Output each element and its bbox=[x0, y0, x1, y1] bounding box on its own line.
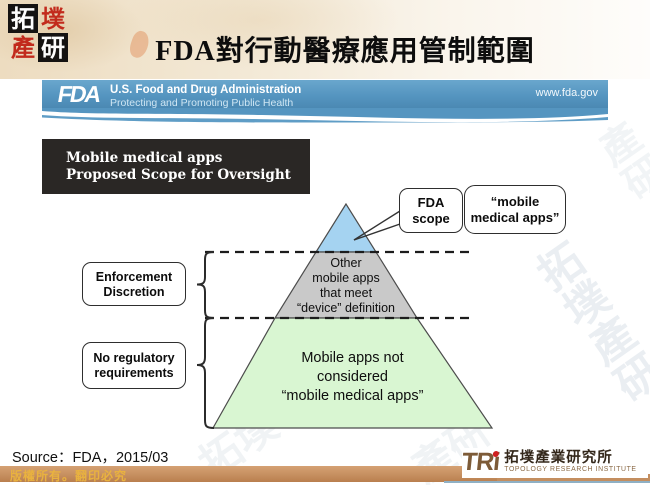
no-regulatory-requirements-label: No regulatory requirements bbox=[82, 342, 186, 389]
brace-lower bbox=[196, 317, 215, 429]
fda-banner: FDA U.S. Food and Drug Administration Pr… bbox=[42, 80, 608, 126]
pyramid-middle-text: Other mobile apps that meet “device” def… bbox=[266, 256, 426, 316]
tri-logotype: TRi bbox=[461, 448, 501, 476]
topology-corner-logo: 拓 墣 產 研 bbox=[8, 4, 68, 62]
callout-line: medical apps” bbox=[470, 210, 560, 225]
bottom-text-line: considered bbox=[317, 369, 388, 385]
callout-line: “mobile bbox=[490, 194, 540, 209]
logo-char: 研 bbox=[38, 33, 68, 62]
middle-text-line: Other bbox=[330, 256, 362, 270]
wave-lower bbox=[42, 115, 608, 123]
tri-en-name: TOPOLOGY RESEARCH INSTITUTE bbox=[504, 466, 637, 473]
fda-banner-bar: FDA U.S. Food and Drug Administration Pr… bbox=[42, 80, 608, 109]
wave-upper bbox=[42, 108, 608, 119]
bottom-text-line: Mobile apps not bbox=[301, 350, 404, 366]
logo-char: 拓 bbox=[8, 4, 38, 33]
middle-text-line: “device” definition bbox=[297, 301, 395, 315]
bottom-text-line: “mobile medical apps” bbox=[281, 388, 424, 404]
label-line: Enforcement bbox=[95, 270, 173, 284]
footer-bar-left bbox=[0, 466, 497, 482]
scope-header-line2: Proposed Scope for Oversight bbox=[66, 167, 291, 183]
logo-char: 墣 bbox=[41, 4, 65, 33]
tri-logo: TRi 拓墣產業研究所 TOPOLOGY RESEARCH INSTITUTE bbox=[461, 448, 648, 478]
middle-text-line: that meet bbox=[319, 286, 373, 300]
label-line: No regulatory bbox=[93, 351, 175, 365]
copyright-text: 版權所有。翻印必究 bbox=[10, 469, 128, 483]
top-background-band bbox=[0, 0, 650, 79]
enforcement-discretion-label: Enforcement Discretion bbox=[82, 262, 186, 306]
mobile-medical-apps-callout: “mobile medical apps” bbox=[464, 185, 566, 234]
callout-tail-line bbox=[353, 210, 401, 241]
watermark-text: 拓墣產研 bbox=[528, 234, 650, 412]
callout-line: FDA bbox=[417, 195, 445, 210]
label-line: Discretion bbox=[103, 285, 165, 299]
scope-header-line1: Mobile medical apps bbox=[66, 150, 223, 166]
callout-tail-line bbox=[353, 223, 401, 241]
source-text: Source：FDA，2015/03 bbox=[12, 450, 169, 466]
pyramid-top-section bbox=[314, 202, 378, 253]
middle-text-line: mobile apps bbox=[312, 271, 380, 285]
tri-cn-name: 拓墣產業研究所 bbox=[504, 449, 613, 466]
page-title: FDA對行動醫療應用管制範圍 bbox=[155, 36, 535, 67]
fda-logo: FDA bbox=[55, 81, 102, 107]
tri-names: 拓墣產業研究所 TOPOLOGY RESEARCH INSTITUTE bbox=[504, 448, 636, 474]
label-line: requirements bbox=[94, 366, 174, 380]
callout-line: scope bbox=[412, 211, 450, 226]
banner-wave-shape bbox=[42, 108, 608, 123]
fda-org-name: U.S. Food and Drug Administration bbox=[110, 84, 302, 96]
fda-scope-callout: FDA scope bbox=[399, 188, 463, 233]
scope-header-box: Mobile medical apps Proposed Scope for O… bbox=[42, 139, 310, 194]
brace-upper bbox=[196, 251, 215, 319]
fda-tagline: Protecting and Promoting Public Health bbox=[110, 97, 294, 109]
tri-underline bbox=[444, 481, 650, 483]
fda-url: www.fda.gov bbox=[535, 87, 598, 99]
pyramid-bottom-text: Mobile apps not considered “mobile medic… bbox=[242, 349, 463, 406]
logo-char: 產 bbox=[11, 33, 35, 62]
